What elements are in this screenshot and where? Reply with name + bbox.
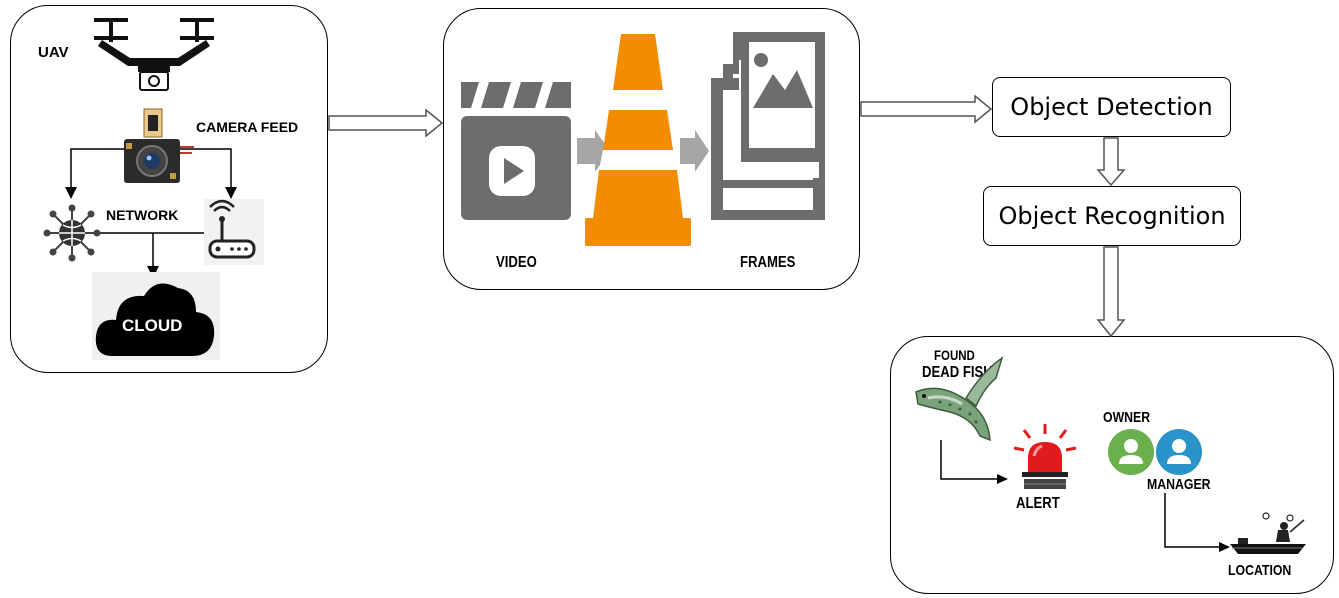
object-recognition-box: Object Recognition bbox=[983, 186, 1241, 246]
router-icon bbox=[204, 199, 264, 265]
vlc-cone-icon bbox=[585, 34, 691, 246]
uav-label: UAV bbox=[38, 44, 69, 61]
frames-label: FRAMES bbox=[740, 254, 796, 271]
found-label: FOUND bbox=[934, 347, 975, 363]
video-label: VIDEO bbox=[496, 254, 537, 271]
arrow-recognition-to-result bbox=[1096, 246, 1126, 338]
globe-network-icon bbox=[43, 204, 101, 262]
dead-fish-icon bbox=[915, 356, 1004, 442]
alert-label: ALERT bbox=[1016, 495, 1060, 512]
manager-label: MANAGER bbox=[1147, 476, 1211, 493]
video-clapper-icon bbox=[461, 82, 571, 220]
frames-icon bbox=[711, 32, 825, 220]
location-label: LOCATION bbox=[1228, 562, 1292, 579]
dead-fish-label: DEAD FISH bbox=[922, 364, 993, 381]
camera-feed-label: CAMERA FEED bbox=[196, 119, 299, 135]
camera-icon bbox=[124, 108, 194, 183]
boat-icon bbox=[1230, 512, 1306, 554]
object-detection-box: Object Detection bbox=[992, 77, 1231, 137]
manager-avatar-icon bbox=[1156, 429, 1202, 475]
siren-icon bbox=[1013, 424, 1077, 489]
arrow-processing-to-detection bbox=[860, 94, 993, 124]
network-label: NETWORK bbox=[106, 207, 179, 223]
cloud-icon bbox=[92, 272, 220, 360]
arrow-source-to-processing bbox=[328, 108, 444, 138]
gray-arrow-2 bbox=[680, 130, 709, 172]
owner-avatar-icon bbox=[1108, 429, 1154, 475]
cloud-label: CLOUD bbox=[122, 316, 183, 335]
owner-label: OWNER bbox=[1103, 409, 1151, 426]
drone-icon bbox=[94, 18, 214, 91]
arrow-detection-to-recognition bbox=[1096, 137, 1126, 187]
